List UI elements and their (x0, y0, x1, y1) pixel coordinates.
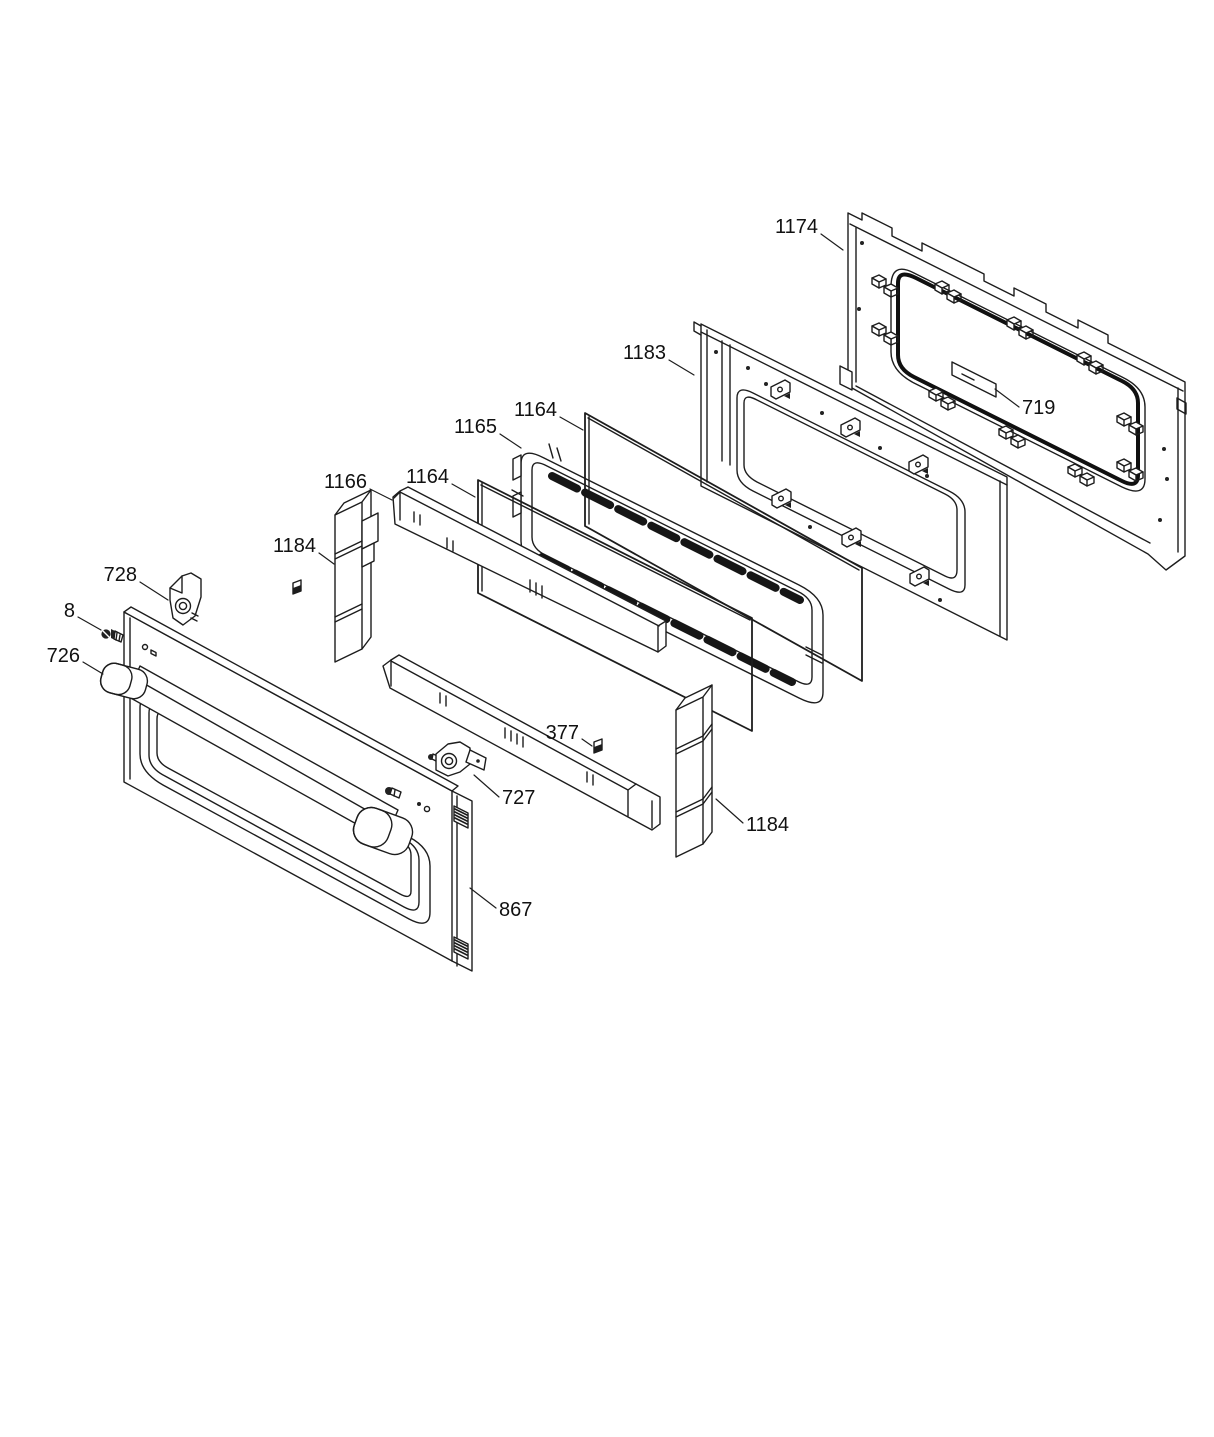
part-1184-spacer-left (334, 489, 379, 663)
part-1183-inner-panel (693, 321, 1008, 641)
leader-line-728-8 (139, 581, 169, 601)
part-label-1184-14: 1184 (746, 814, 789, 836)
leader-line-1164-3 (559, 416, 584, 431)
part-726-handle (99, 662, 414, 856)
leader-line-1184-14 (715, 798, 744, 824)
leader-line-1174-0 (820, 233, 844, 251)
part-label-377-11: 377 (546, 722, 579, 744)
part-label-1165-4: 1165 (454, 416, 497, 438)
part-label-726-10: 726 (47, 645, 80, 667)
part-1166-spacer-rail-top (392, 486, 667, 653)
leader-line-1165-4 (499, 433, 522, 449)
retainer-clip-left (292, 579, 302, 595)
part-label-1166-5: 1166 (324, 471, 367, 493)
part-spacer-rail-bottom (382, 654, 661, 831)
part-1184-spacer-right (675, 684, 713, 858)
leader-line-719-1 (994, 388, 1020, 408)
panel-foot-left (839, 365, 853, 391)
door-window-inner (156, 711, 412, 898)
part-1174-back-panel (839, 212, 1187, 571)
side-grip-pad (453, 805, 469, 829)
leader-line-1184-7 (318, 552, 335, 565)
vent-band-top (548, 472, 804, 604)
part-8-screw (101, 629, 124, 643)
part-728-bracket (169, 572, 202, 626)
part-label-1183-2: 1183 (623, 342, 666, 364)
screw-holes (857, 241, 1169, 522)
part-label-1184-7: 1184 (273, 535, 316, 557)
part-label-719-1: 719 (1022, 397, 1055, 419)
part-label-728-8: 728 (104, 564, 137, 586)
part-label-727-12: 727 (502, 787, 535, 809)
part-label-8-9: 8 (64, 600, 75, 622)
screw-holes (714, 350, 942, 602)
leader-line-1166-5 (369, 488, 393, 501)
part-label-1174-0: 1174 (775, 216, 818, 238)
side-grip-pad (453, 936, 469, 960)
leader-line-1183-2 (668, 359, 695, 376)
part-label-1164-3: 1164 (514, 399, 557, 421)
part-377-clip (593, 738, 603, 754)
leader-line-377-11 (581, 738, 593, 747)
leader-line-1164-6 (451, 483, 476, 498)
part-label-1164-6: 1164 (406, 466, 449, 488)
callouts: 1174 719 1183 1164 1165 1166 1164 1184 728 8 726 37… (47, 216, 1056, 921)
leader-line-867-13 (469, 887, 497, 909)
door-screw-right (385, 787, 402, 799)
leader-line-727-12 (473, 774, 500, 798)
leader-line-8-9 (77, 616, 102, 631)
part-727-bracket (428, 741, 487, 777)
part-label-867-13: 867 (499, 899, 532, 921)
leader-line-726-10 (82, 661, 104, 675)
window-seal-frame (896, 272, 1140, 486)
part-1164-glass-rear (584, 412, 863, 682)
